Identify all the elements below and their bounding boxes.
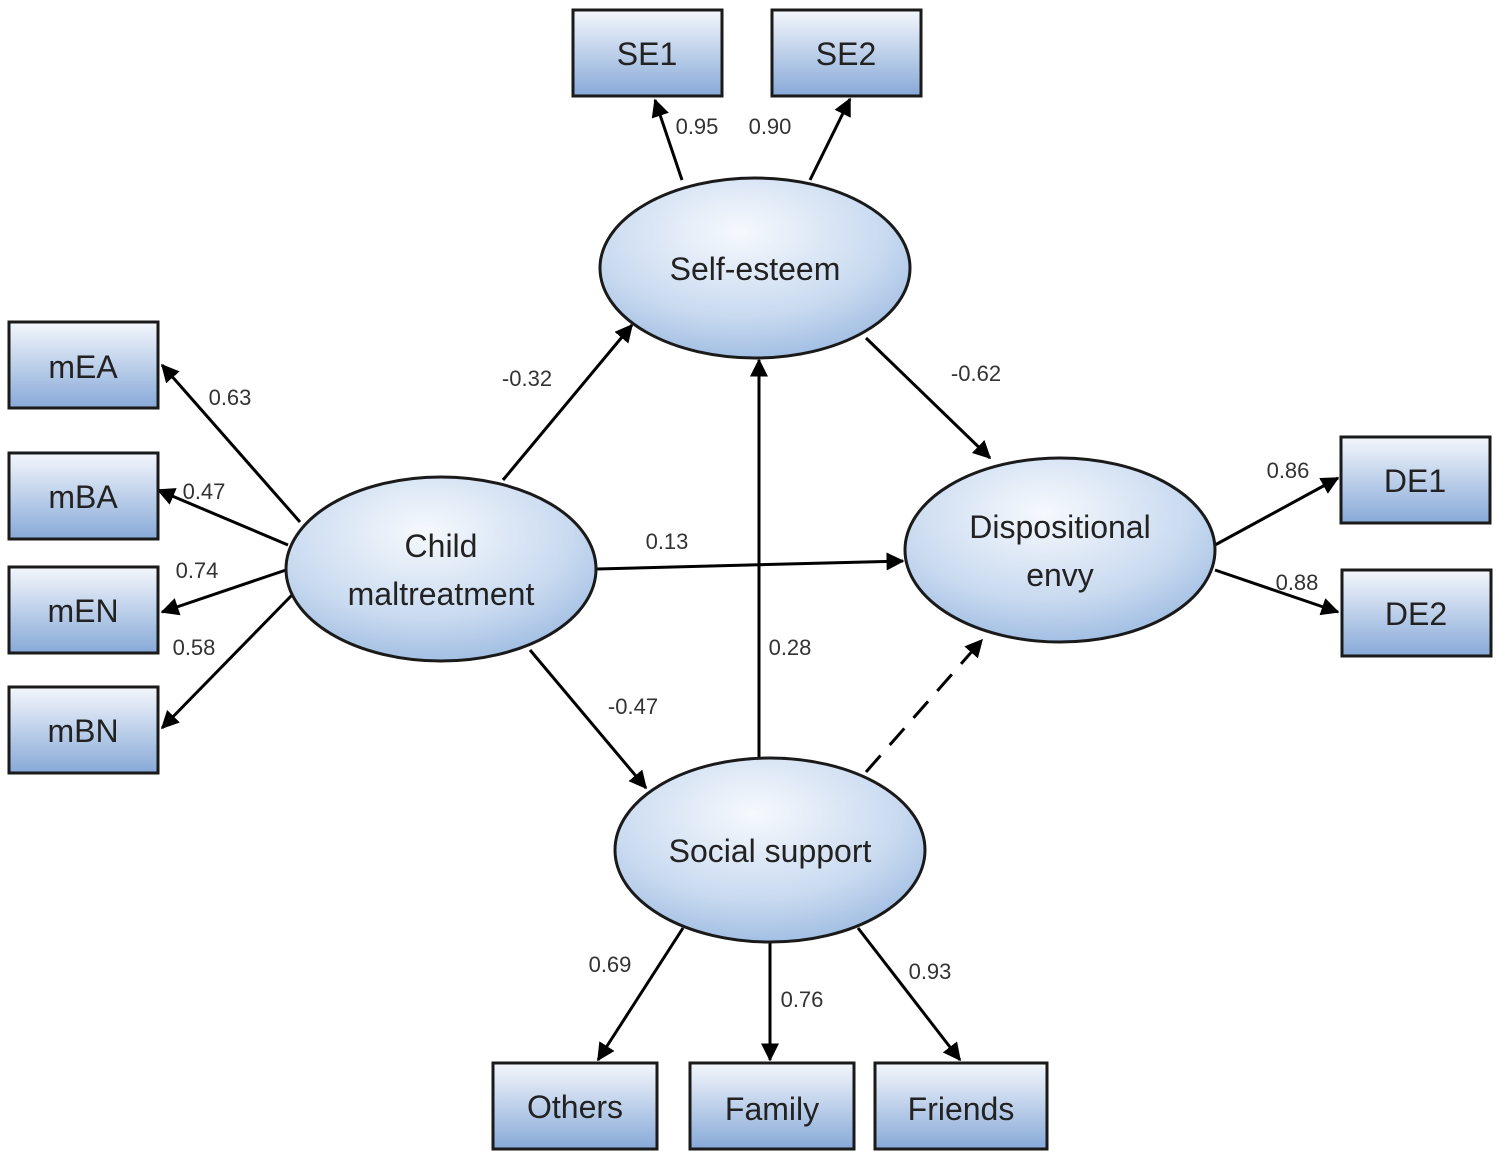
- path-ss-se-label: 0.28: [769, 635, 812, 660]
- indicator-mBA: mBA: [7, 451, 160, 541]
- indicator-DE1-label: DE1: [1384, 463, 1446, 499]
- loading-mEN-label: 0.74: [176, 558, 219, 583]
- arrow-se-to-SE2: [808, 97, 852, 181]
- indicator-family-label: Family: [725, 1091, 819, 1127]
- indicator-DE2: DE2: [1340, 568, 1493, 658]
- path-cm-ss-label: -0.47: [608, 694, 658, 719]
- latent-child-maltreatment-line2: maltreatment: [348, 576, 535, 612]
- indicator-mBN: mBN: [7, 685, 160, 775]
- indicator-SE1: SE1: [571, 8, 724, 98]
- indicator-DE2-label: DE2: [1385, 596, 1447, 632]
- latent-dispositional-envy-line2: envy: [1026, 557, 1094, 593]
- indicator-mEA: mEA: [7, 320, 160, 410]
- loading-SE2-label: 0.90: [749, 114, 792, 139]
- arrow-cm-to-mBN: [160, 593, 294, 730]
- arrow-ss-to-de-dashed: [864, 638, 984, 773]
- loading-others-label: 0.69: [589, 952, 632, 977]
- loading-mEA-label: 0.63: [209, 385, 252, 410]
- arrow-se-to-de: [864, 336, 992, 460]
- indicator-SE2: SE2: [770, 8, 923, 98]
- indicator-family: Family: [688, 1061, 856, 1151]
- latent-social-support-label: Social support: [669, 833, 872, 869]
- indicator-others: Others: [491, 1061, 659, 1151]
- indicator-friends-label: Friends: [908, 1091, 1015, 1127]
- latent-self-esteem-label: Self-esteem: [670, 251, 841, 287]
- indicator-SE2-label: SE2: [816, 36, 876, 72]
- loading-DE2-label: 0.88: [1276, 570, 1319, 595]
- loading-SE1-label: 0.95: [676, 114, 719, 139]
- arrow-cm-to-mBA: [156, 488, 289, 547]
- indicator-mBN-label: mBN: [47, 713, 118, 749]
- indicator-others-label: Others: [527, 1089, 623, 1125]
- arrow-cm-to-mEN: [160, 568, 287, 616]
- loading-DE1-label: 0.86: [1267, 458, 1310, 483]
- indicator-mEN-label: mEN: [47, 593, 118, 629]
- path-cm-de-label: 0.13: [646, 529, 689, 554]
- latent-dispositional-envy-line1: Dispositional: [969, 509, 1150, 545]
- path-se-de-label: -0.62: [951, 361, 1001, 386]
- indicator-SE1-label: SE1: [617, 36, 677, 72]
- indicator-mEN: mEN: [7, 565, 160, 655]
- loading-mBA-label: 0.47: [183, 479, 226, 504]
- arrow-de-to-DE2: [1214, 568, 1340, 616]
- indicator-friends: Friends: [873, 1061, 1049, 1151]
- arrow-cm-to-ss: [528, 649, 648, 790]
- arrow-ss-to-friends: [856, 927, 962, 1062]
- latent-social-support: Social support: [613, 756, 927, 944]
- loading-family-label: 0.76: [781, 987, 824, 1012]
- arrow-de-to-DE1: [1214, 476, 1340, 547]
- arrow-cm-to-de: [596, 552, 905, 571]
- arrow-cm-to-se: [501, 323, 634, 481]
- latent-dispositional-envy: Dispositional envy: [903, 456, 1217, 644]
- indicator-mBA-label: mBA: [48, 479, 118, 515]
- loading-mBN-label: 0.58: [173, 635, 216, 660]
- latent-self-esteem: Self-esteem: [598, 176, 912, 360]
- indicator-DE1: DE1: [1339, 435, 1492, 525]
- latent-child-maltreatment-line1: Child: [405, 528, 478, 564]
- arrow-ss-to-others: [596, 927, 685, 1062]
- arrow-cm-to-mEA: [160, 363, 302, 523]
- path-cm-se-label: -0.32: [502, 366, 552, 391]
- arrow-se-to-SE1: [651, 98, 684, 181]
- indicator-mEA-label: mEA: [48, 349, 118, 385]
- loading-friends-label: 0.93: [909, 959, 952, 984]
- latent-child-maltreatment: Child maltreatment: [284, 475, 598, 663]
